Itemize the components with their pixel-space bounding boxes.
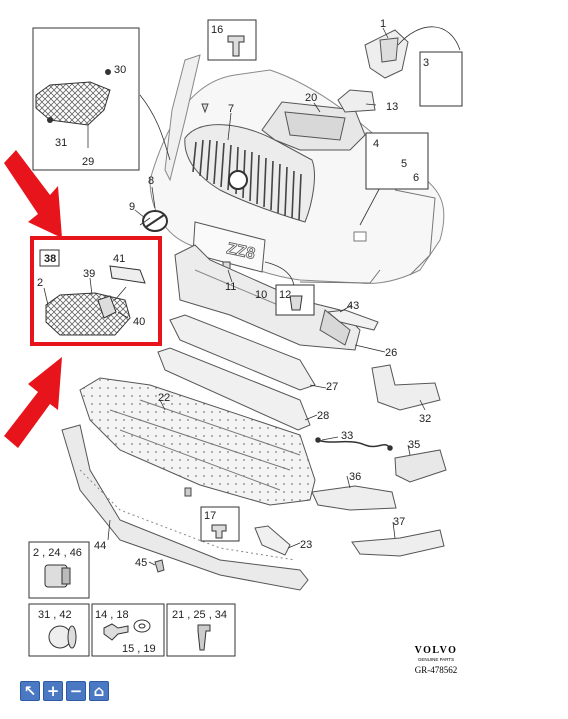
right-side-bracket	[364, 29, 409, 79]
minus-icon: −	[69, 681, 83, 700]
callout-26: 26	[385, 347, 397, 359]
license-plate-holder: ZZ8	[192, 221, 266, 273]
select-tool-button[interactable]: ↖	[20, 681, 40, 701]
callout-43: 43	[347, 300, 359, 312]
energy-absorber	[174, 244, 361, 351]
callout-38: 38	[44, 253, 56, 265]
callout-5: 5	[401, 158, 407, 170]
box-label-2-24-46: 2 , 24 , 46	[33, 547, 82, 559]
center-bracket	[261, 101, 366, 151]
reinforcement-28	[157, 347, 311, 431]
hardware-box-1	[28, 541, 90, 599]
callout-3: 3	[423, 57, 429, 69]
fog-light-bracket-32	[371, 364, 441, 411]
plus-icon: +	[46, 681, 60, 700]
callout-11: 11	[225, 281, 236, 293]
cursor-icon: ↖	[23, 681, 37, 700]
callout-22: 22	[158, 392, 170, 404]
home-icon: ⌂	[93, 681, 105, 700]
callout-17: 17	[204, 510, 216, 522]
callout-28: 28	[317, 410, 329, 422]
callout-2: 2	[37, 277, 43, 289]
lower-spoiler	[61, 424, 309, 591]
callout-37: 37	[393, 516, 405, 528]
callout-44: 44	[94, 540, 106, 552]
callout-1: 1	[380, 18, 386, 30]
callout-36: 36	[349, 471, 361, 483]
box-4-5-6	[365, 132, 429, 190]
highlighted-detail-box	[30, 236, 162, 346]
bracket-13	[337, 89, 376, 113]
callout-23: 23	[300, 539, 312, 551]
callout-27: 27	[326, 381, 338, 393]
callout-32: 32	[419, 413, 431, 425]
zoom-in-button[interactable]: +	[43, 681, 63, 701]
callout-13: 13	[386, 101, 398, 113]
callout-7: 7	[228, 103, 234, 115]
hardware-box-2	[28, 603, 90, 657]
callout-45: 45	[135, 557, 147, 569]
box-label-31-42: 31 , 42	[38, 609, 72, 621]
brand-name: VOLVO	[415, 645, 458, 656]
volvo-logo: VOLVO GENUINE PARTS GR-478562	[415, 645, 458, 675]
box-label-21-25-34: 21 , 25 , 34	[172, 609, 227, 621]
red-arrow-upper	[4, 150, 62, 238]
splash-shield	[79, 377, 316, 506]
trim-37	[351, 529, 445, 557]
clip-45	[154, 559, 165, 573]
callout-16: 16	[211, 24, 223, 36]
emblem	[142, 210, 168, 232]
red-arrow-lower	[4, 357, 62, 448]
wiring-harness	[315, 437, 393, 451]
hardware-box-4	[166, 603, 236, 657]
callout-33: 33	[341, 430, 353, 442]
screw-8	[201, 103, 209, 114]
callout-10: 10	[255, 289, 267, 301]
zoom-out-button[interactable]: −	[66, 681, 86, 701]
hardware-box-3	[91, 603, 165, 657]
home-button[interactable]: ⌂	[89, 681, 109, 701]
box-label-14-18: 14 , 18	[95, 609, 129, 621]
callout-40: 40	[133, 316, 145, 328]
front-grille	[184, 124, 315, 223]
callout-39: 39	[83, 268, 95, 280]
callout-35: 35	[408, 439, 420, 451]
callout-29: 29	[82, 156, 94, 168]
callout-30: 30	[114, 64, 126, 76]
fog-light-35	[394, 449, 447, 483]
callout-20: 20	[305, 92, 317, 104]
callout-4: 4	[373, 138, 379, 150]
viewer-toolbar: ↖ + − ⌂	[20, 681, 109, 701]
lamp-36	[311, 485, 397, 511]
brand-tagline: GENUINE PARTS	[418, 657, 454, 662]
callout-12: 12	[279, 289, 291, 301]
callout-6: 6	[413, 172, 419, 184]
left-corner-trim	[164, 54, 201, 182]
box-16	[207, 19, 257, 61]
callout-9: 9	[129, 201, 135, 213]
callout-8: 8	[148, 175, 154, 187]
box-3	[419, 51, 463, 107]
trim-piece-23	[254, 525, 291, 556]
callouts: 1 2 3 4 5 6 7 8 9 10 11 12 13 16 17 20 2…	[33, 18, 431, 655]
box-12	[275, 284, 315, 316]
detail-box-29	[32, 27, 140, 171]
callout-31: 31	[55, 137, 67, 149]
callout-41: 41	[113, 253, 125, 265]
plate-text: ZZ8	[225, 240, 256, 263]
box-17	[200, 506, 240, 542]
reinforcement-27	[169, 314, 316, 391]
box-label-15-19: 15 , 19	[122, 643, 156, 655]
diagram-code: GR-478562	[415, 665, 458, 675]
clip-under-shield	[184, 487, 192, 497]
